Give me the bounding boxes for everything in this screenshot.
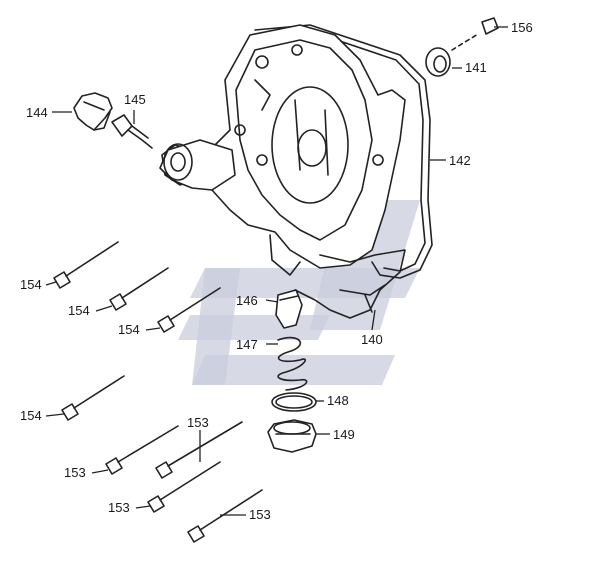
label-141: 141 (465, 60, 487, 75)
bolt-154-c (157, 287, 221, 333)
label-154-b: 154 (68, 303, 90, 318)
label-144: 144 (26, 105, 48, 120)
bolt-154-b (109, 267, 169, 311)
label-156: 156 (511, 20, 533, 35)
strainer-146 (275, 289, 303, 329)
seal-141 (425, 47, 451, 77)
label-148: 148 (327, 393, 349, 408)
label-149: 149 (333, 427, 355, 442)
label-153-c: 153 (108, 500, 130, 515)
label-142: 142 (449, 153, 471, 168)
bolt-145 (111, 114, 153, 149)
crankcase-cover (159, 24, 406, 319)
label-154-a: 154 (20, 277, 42, 292)
label-140: 140 (361, 332, 383, 347)
leader-lines (45, 26, 508, 516)
o-ring-148 (271, 392, 317, 412)
watermark-logo (178, 200, 420, 385)
label-153-b: 153 (64, 465, 86, 480)
label-147: 147 (236, 337, 258, 352)
bolt-153-c (147, 461, 221, 513)
label-153-d: 153 (249, 507, 271, 522)
label-154-d: 154 (20, 408, 42, 423)
label-146: 146 (236, 293, 258, 308)
spring-147 (277, 336, 308, 391)
oil-cap-144 (73, 92, 113, 131)
label-153-a: 153 (187, 415, 209, 430)
bolt-153-a (105, 425, 179, 475)
bolt-153-b (155, 421, 243, 479)
label-145: 145 (124, 92, 146, 107)
bolt-153-d (187, 489, 263, 543)
label-154-c: 154 (118, 322, 140, 337)
bolt-154-d (61, 375, 125, 421)
drain-plug-149 (267, 419, 317, 453)
bolt-154-a (53, 241, 119, 289)
dowel-156 (451, 17, 499, 51)
